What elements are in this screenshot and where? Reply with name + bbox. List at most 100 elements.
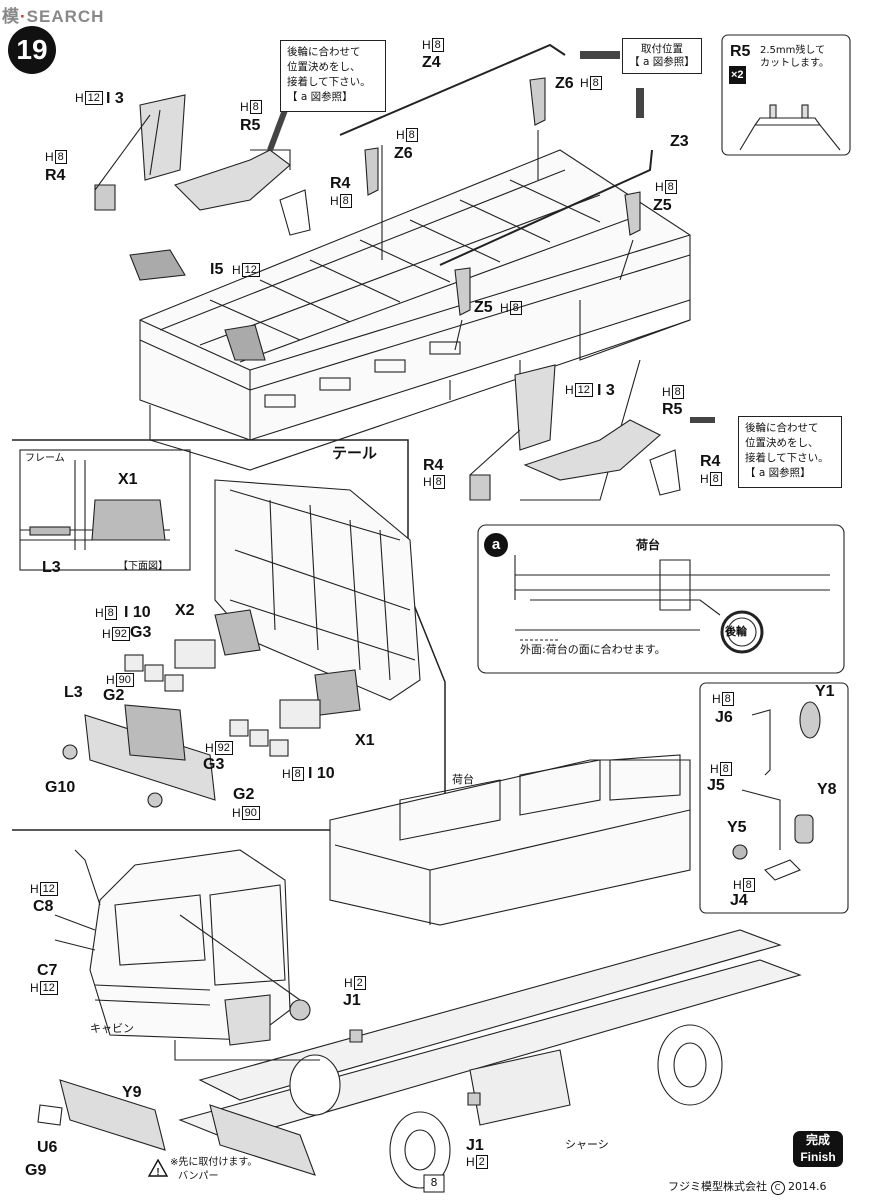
page-number: 8: [430, 1176, 438, 1189]
fender-position-note-left: 後輪に合わせて 位置決めをし、 接着して下さい。 【 a 図参照】: [280, 40, 386, 112]
finish-badge: 完成 Finish: [793, 1131, 843, 1167]
inset-frame-label: フレーム: [25, 453, 65, 464]
inset-part-x1: X1: [118, 471, 138, 488]
part-z6a: Z6: [555, 75, 574, 92]
tailgate-illustration: [214, 479, 421, 701]
part-i10-lower: I 10: [308, 765, 335, 782]
copyright-icon: C: [770, 1181, 785, 1195]
warning-icon: [147, 1158, 169, 1177]
part-j6: J6: [715, 709, 733, 726]
part-z5a: Z5: [653, 197, 672, 214]
part-j1-lower: J1: [466, 1137, 484, 1154]
step-number-badge: 19: [8, 26, 56, 74]
part-z3: Z3: [670, 133, 689, 150]
bracket-z5a: [624, 191, 641, 236]
cabin-label: キャビン: [90, 1022, 134, 1035]
detail-a-caption: 外面:荷台の面に合わせます。: [520, 643, 666, 656]
part-i10-upper: I 10: [124, 604, 151, 621]
bumper-note: ※先に取付けます。: [170, 1157, 258, 1168]
detail-a-wheel: 後輪: [725, 625, 747, 638]
part-g9: G9: [25, 1162, 47, 1179]
part-g2-lower: G2: [233, 786, 255, 803]
bed-label: 荷台: [452, 773, 474, 786]
part-g3-upper: G3: [130, 624, 152, 641]
bracket-z6b: [364, 147, 379, 196]
detail-a-badge: a: [484, 533, 508, 557]
watermark: 模·SEARCH: [2, 7, 105, 26]
part-g3-lower: G3: [203, 756, 225, 773]
part-z5b: Z5: [474, 299, 493, 316]
part-r4-top2: R4: [330, 175, 351, 192]
bed-illustration-top: [139, 149, 691, 501]
part-x1: X1: [355, 732, 375, 749]
mount-position-note: 取付位置 【 a 図参照】: [622, 38, 702, 74]
part-r5-mid: R5: [662, 401, 683, 418]
part-i3-mid: I 3: [597, 382, 615, 399]
r5-cut-text: 2.5mm残して カットします。: [760, 45, 829, 69]
part-u6: U6: [37, 1139, 58, 1156]
svg-text:!: !: [156, 1167, 159, 1178]
r5-cut-part: R5: [730, 43, 751, 60]
part-r4-top: R4: [45, 167, 66, 184]
part-z4: Z4: [422, 54, 441, 71]
bracket-z5b: [454, 267, 471, 316]
part-y9: Y9: [122, 1084, 142, 1101]
cabin-illustration: [74, 849, 311, 1046]
part-g10: G10: [45, 779, 76, 796]
part-i5: I5: [210, 261, 224, 278]
part-y1: Y1: [815, 683, 835, 700]
part-l3: L3: [64, 684, 83, 701]
part-g2-upper: G2: [103, 687, 125, 704]
part-j4: J4: [730, 892, 748, 909]
bed-illustration-bottom: [329, 754, 691, 926]
fender-assembly-mid: [469, 364, 715, 501]
footer-company: フジミ模型株式会社 C 2014.6: [668, 1180, 827, 1195]
part-y8: Y8: [817, 781, 837, 798]
fender-position-note-right: 後輪に合わせて 位置決めをし、 接着して下さい。 【 a 図参照】: [738, 416, 842, 488]
part-r4-mid2: R4: [700, 453, 721, 470]
part-r4-mid: R4: [423, 457, 444, 474]
inset-part-l3: L3: [42, 559, 61, 576]
bumper-label: バンパー: [178, 1171, 219, 1182]
part-x2: X2: [175, 602, 195, 619]
part-c7: C7: [37, 962, 58, 979]
part-r5-top: R5: [240, 117, 261, 134]
part-y5: Y5: [727, 819, 747, 836]
part-i3-top: I 3: [106, 90, 124, 107]
part-c8: C8: [33, 898, 54, 915]
inset-view-label: 【下面図】: [118, 561, 168, 572]
r5-cut-qty: ×2: [729, 66, 746, 84]
chassis-label: シャーシ: [565, 1138, 609, 1151]
part-z6b: Z6: [394, 145, 413, 162]
part-j1-upper: J1: [343, 992, 361, 1009]
bracket-z6a: [529, 77, 546, 126]
detail-a-title: 荷台: [636, 538, 661, 552]
